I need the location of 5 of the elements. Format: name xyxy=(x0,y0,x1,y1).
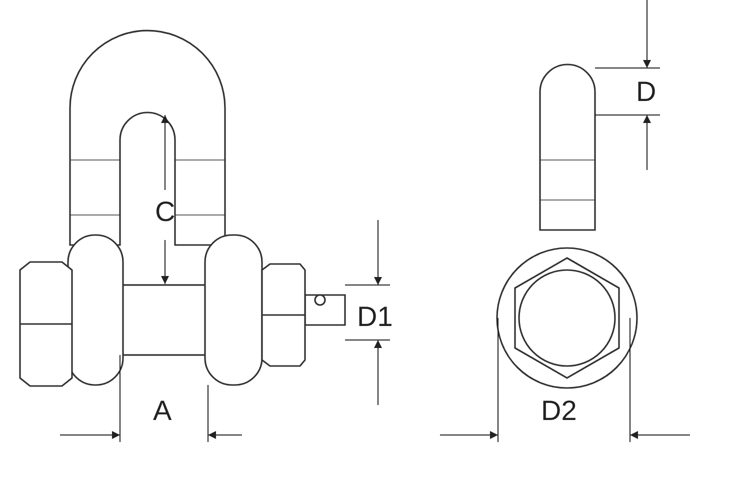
dimension-label: D1 xyxy=(357,303,393,331)
dimension-label: D2 xyxy=(541,397,577,425)
dimension-label: A xyxy=(153,397,172,425)
dimension-label: D xyxy=(636,78,656,106)
dimension-label: C xyxy=(155,198,176,226)
